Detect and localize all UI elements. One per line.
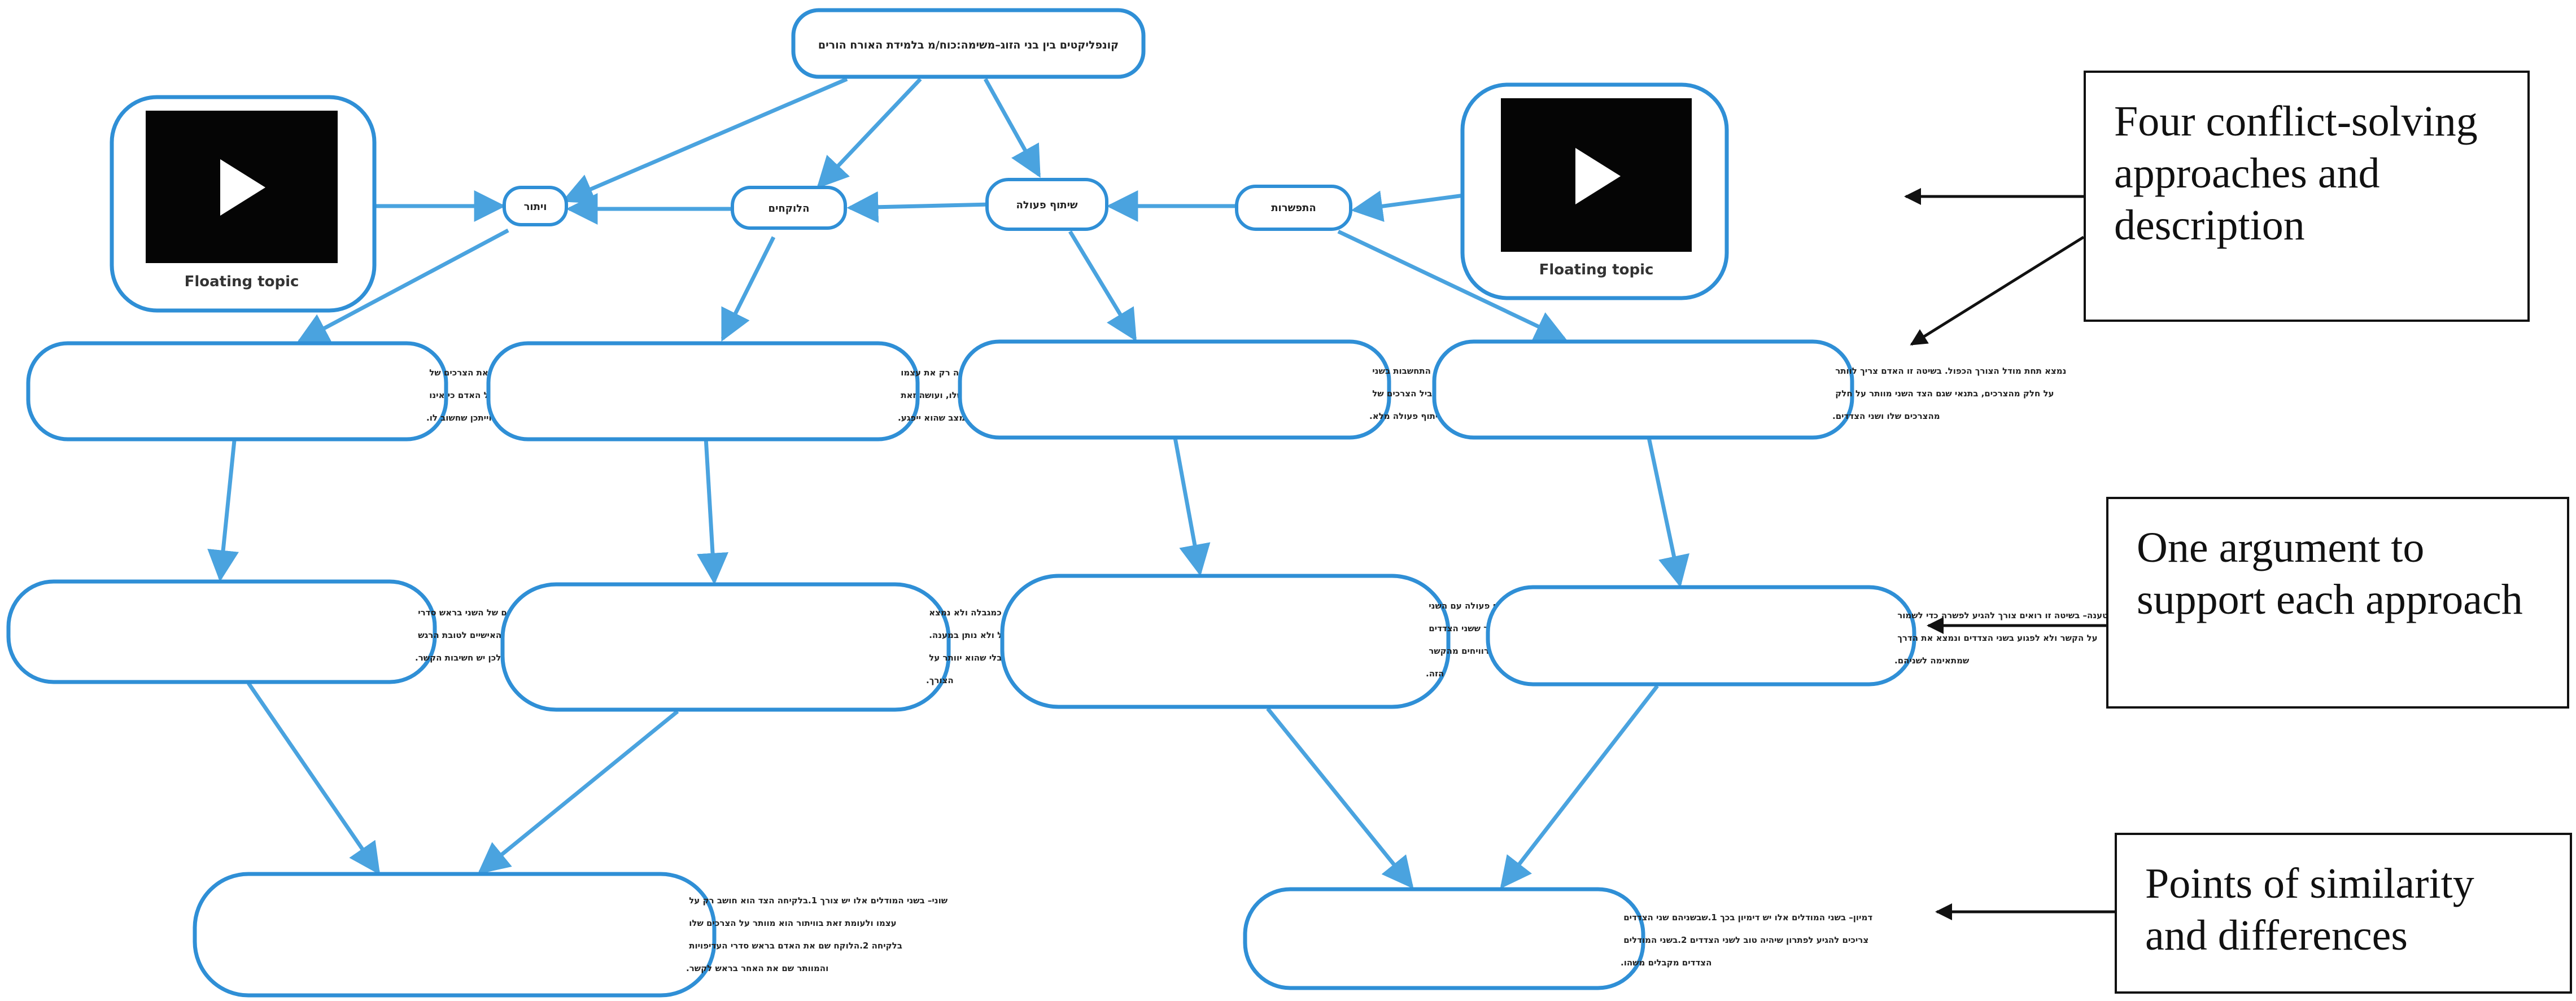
- argument-line: שמתאימה לשניהם.: [1894, 655, 1970, 666]
- argument-node-g1: הטענה– בשיטה זו רואים את צרכים של השני ב…: [6, 579, 638, 684]
- edge-d1-g1: [207, 440, 239, 582]
- edge-a1-d1: [296, 228, 509, 344]
- annotation-comparisons: Points of similarity and differences: [2115, 833, 2572, 994]
- annotation-approaches: Four conflict-solving approaches and des…: [2084, 71, 2530, 322]
- argument-line: על הקשר ולא לפגוע בשני הצדדים ונמצא את ה…: [1897, 633, 2097, 643]
- edge-a3-d3: [1068, 230, 1137, 342]
- svg-text:הטענה– בשיטה זו רואים צורך להג: הטענה– בשיטה זו רואים צורך להגיע לפשרה כ…: [1894, 610, 2114, 666]
- approach-label: שיתוף פעולה: [1016, 199, 1077, 211]
- floating-topic-label: Floating topic: [185, 273, 299, 290]
- edge-g4-c2: [1500, 684, 1659, 889]
- comparison-line: הצדדים מקבלים משהו.: [1621, 958, 1711, 968]
- edge-d3-g3: [1172, 434, 1211, 576]
- svg-text:נמצא תחת מודל הצורך הכפול. בשי: נמצא תחת מודל הצורך הכפול. בשיטה זו האדם…: [1832, 366, 2066, 421]
- argument-line: הזה.: [1426, 668, 1444, 679]
- approach-label: ויתור: [524, 201, 547, 213]
- edge-a2-d2: [721, 236, 776, 342]
- floating-topic-f2[interactable]: Floating topic: [1460, 82, 1729, 300]
- edge-root-a3: [983, 78, 1041, 178]
- edge-a4-d4: [1337, 229, 1568, 341]
- approach-node-a4: התפשרות: [1235, 185, 1352, 231]
- approach-node-a2: הלוקחים: [731, 186, 847, 230]
- comparison-line: בלקיחה 2.הלוקח שם את האדם בראש סדרי העדי…: [689, 941, 902, 951]
- approach-label: הלוקחים: [769, 203, 810, 215]
- annotation-text: Four conflict-solving approaches and des…: [2114, 98, 2478, 249]
- comparison-node-c1: שוני– בשני המודלים אלו יש צורך 1.בלקיחה …: [193, 872, 948, 998]
- edge-root-a2: [817, 77, 922, 189]
- annotation-arguments: One argument to support each approach: [2106, 497, 2569, 709]
- edge-g2-c1: [477, 710, 679, 875]
- edge-d2-g2: [697, 437, 728, 585]
- comparison-line: דמיון– בשני המודלים אלו יש דימיון בכך 1.…: [1623, 912, 1872, 923]
- comparison-line: שוני– בשני המודלים אלו יש צורך 1.בלקיחה …: [689, 895, 948, 906]
- edge-root-a1: [561, 77, 848, 204]
- edge-g3-c2: [1266, 707, 1414, 889]
- floating-topic-f1[interactable]: Floating topic: [110, 95, 377, 313]
- argument-line: הצורך.: [926, 675, 954, 685]
- argument-line: הטענה– בשיטה זו רואים צורך להגיע לפשרה כ…: [1897, 610, 2114, 620]
- edge-a3-a2: [846, 191, 992, 223]
- approach-node-a1: ויתור: [503, 186, 568, 226]
- description-node-d4: נמצא תחת מודל הצורך הכפול. בשיטה זו האדם…: [1432, 339, 2066, 440]
- comparison-line: והמוותר שם את האחר בראש לקשר.: [686, 963, 828, 973]
- approach-label: התפשרות: [1271, 202, 1316, 214]
- video-play-icon[interactable]: [1575, 148, 1621, 204]
- comparison-line: צריכים להגיע לפתרון שיהיה טוב לשני הצדדי…: [1623, 935, 1868, 945]
- floating-topic-label: Floating topic: [1539, 261, 1654, 278]
- annotation-arrow: [1910, 235, 2085, 346]
- svg-text:שוני– בשני המודלים אלו יש צורך: שוני– בשני המודלים אלו יש צורך 1.בלקיחה …: [686, 895, 948, 973]
- annotation-text: Points of similarity and differences: [2145, 860, 2474, 959]
- approach-node-a3: שיתוף פעולה: [985, 178, 1108, 231]
- root-node: קונפליקטים בין בני הזוג–משימה:כוח/מ בלמי…: [791, 8, 1146, 79]
- edge-d4-g4: [1647, 437, 1689, 588]
- edge-f2-a4: [1351, 190, 1469, 222]
- argument-node-g4: הטענה– בשיטה זו רואים צורך להגיע לפשרה כ…: [1486, 585, 2114, 687]
- description-line: על חלק מהצרכים, בתנאי שגם הצד השני מוותר…: [1835, 388, 2054, 399]
- argument-line: לכן יש חשיבות הקשר.: [415, 653, 501, 663]
- video-play-icon[interactable]: [220, 159, 265, 216]
- comparison-line: עצמו ולעומת זאת בוויתור הוא מוותר על הצר…: [689, 918, 896, 928]
- description-line: נמצא תחת מודל הצורך הכפול. בשיטה זו האדם…: [1835, 366, 2066, 376]
- edge-g1-c1: [247, 682, 381, 875]
- comparison-node-c2: דמיון– בשני המודלים אלו יש דימיון בכך 1.…: [1243, 887, 1872, 990]
- description-line: מהצרכים שלו ושני הצדדים.: [1832, 411, 1940, 421]
- root-node-text: קונפליקטים בין בני הזוג–משימה:כוח/מ בלמי…: [818, 39, 1119, 51]
- svg-text:דמיון– בשני המודלים אלו יש דימ: דמיון– בשני המודלים אלו יש דימיון בכך 1.…: [1621, 912, 1872, 968]
- annotation-text: One argument to support each approach: [2137, 524, 2523, 623]
